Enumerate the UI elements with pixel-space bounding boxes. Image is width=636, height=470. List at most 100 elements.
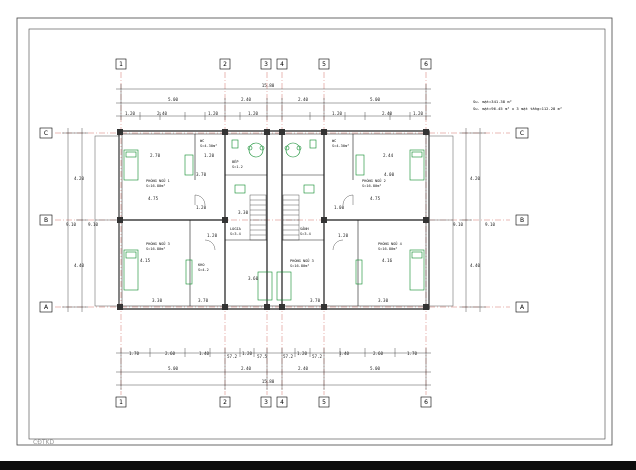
furniture	[123, 139, 425, 301]
room-dim-10: 3.30	[238, 210, 249, 215]
dim-bottom-row-10: 1.40	[339, 351, 350, 356]
dim-bottom-1: 5.00	[168, 366, 179, 371]
dim-left-2: 4.40	[74, 263, 85, 268]
room-dim-14: 3.60	[248, 276, 259, 281]
bed-icon	[409, 149, 425, 181]
dim-top-1: 5.00	[168, 97, 179, 102]
room-label-bedroom-extra: PHÒNG NGỦ 3	[290, 258, 314, 263]
staircase	[249, 194, 300, 241]
room-label-wc-1: WC	[200, 139, 204, 143]
dim-right-total: 9.10	[485, 222, 496, 227]
room-dim-18: 3.30	[378, 298, 389, 303]
dim-bottom-row-2: 2.60	[165, 351, 176, 356]
room-area-bedroom-1: S=16.80m²	[146, 184, 165, 188]
svg-text:B: B	[520, 217, 524, 224]
dim-bottom-row-6: 57.5	[257, 354, 268, 359]
room-label-bedroom-2: PHÒNG NGỦ 2	[362, 178, 386, 183]
bottom-bar	[0, 461, 636, 470]
balconies	[94, 135, 454, 307]
svg-text:C: C	[44, 130, 48, 137]
axis-markers-rows: C B A C B A	[39, 127, 529, 313]
dim-window-1: 1.20	[125, 111, 136, 116]
dimension-lines-bottom	[116, 348, 431, 390]
svg-text:5: 5	[322, 399, 326, 406]
room-dim-15: 3.30	[152, 298, 163, 303]
room-label-logia: LOGIA	[230, 227, 242, 231]
dim-window-7: 1.20	[413, 111, 424, 116]
dim-top-2: 2.40	[241, 97, 252, 102]
wardrobe-icon	[185, 259, 193, 285]
dim-left-total-inner: 9.10	[88, 222, 99, 227]
svg-text:C: C	[520, 130, 524, 137]
room-label-bedroom-1: PHÒNG NGỦ 1	[146, 178, 170, 183]
toilet-icon	[309, 139, 317, 149]
room-dim-12: 1.20	[338, 233, 349, 238]
bed-icon	[123, 249, 139, 291]
room-label-storage: KHO	[198, 263, 205, 267]
dim-left-total: 9.10	[66, 222, 77, 227]
room-area-bedroom-extra: S=16.80m²	[290, 264, 309, 268]
room-dim-9: 1.20	[207, 233, 218, 238]
dim-window-6: 2.40	[382, 111, 393, 116]
room-area-bedroom-4: S=16.80m²	[378, 247, 397, 251]
axis-markers-bottom: 1 2 3 4 5 6	[115, 396, 432, 408]
sofa-icon	[276, 271, 292, 301]
dim-bottom-row-12: 1.70	[407, 351, 418, 356]
dim-overall-bottom: 15.80	[262, 379, 275, 384]
room-dim-6: 4.75	[148, 196, 159, 201]
room-dim-3: 3.70	[196, 172, 207, 177]
room-dim-17: 3.70	[310, 298, 321, 303]
area-note-2: Su. mặt=96.45 m² x 3 mặt tầng=112.28 m²	[473, 106, 562, 111]
room-dim-8: 1.20	[196, 205, 207, 210]
dim-bottom-row-4: 57.2	[227, 354, 238, 359]
svg-text:A: A	[520, 304, 525, 311]
bed-icon	[409, 249, 425, 291]
room-dim-16: 3.70	[198, 298, 209, 303]
svg-text:4: 4	[280, 61, 284, 68]
dim-right-1: 4.20	[470, 176, 481, 181]
room-dim-1: 2.70	[150, 153, 161, 158]
dimension-lines-left	[62, 128, 88, 312]
dim-bottom-row-11: 2.60	[373, 351, 384, 356]
bed-icon	[123, 149, 139, 181]
dim-top-4: 5.00	[370, 97, 381, 102]
room-area-wc-1: S=4.30m²	[200, 144, 217, 148]
dim-window-2: 2.40	[157, 111, 168, 116]
room-label-bedroom-3: PHÒNG NGỦ 3	[146, 241, 170, 246]
room-label-wc-2: WC	[332, 139, 336, 143]
dim-bottom-row-5: 1.20	[242, 351, 253, 356]
dimension-lines-top	[116, 84, 431, 120]
dimension-lines-right	[460, 128, 486, 312]
wardrobe-icon	[184, 154, 194, 176]
inner-frame	[28, 28, 606, 440]
room-area-storage: S=4.2	[198, 268, 209, 272]
dim-bottom-row-7: 57.2	[283, 354, 294, 359]
room-dim-19: 4.16	[382, 258, 393, 263]
wardrobe-icon	[355, 154, 365, 176]
svg-text:B: B	[44, 217, 48, 224]
sink-icon	[234, 184, 246, 194]
room-area-bedroom-3: S=16.80m²	[146, 247, 165, 251]
axis-markers-top: 1 2 3 4 5 6	[115, 58, 432, 70]
dim-right-2: 4.40	[470, 263, 481, 268]
svg-text:6: 6	[424, 61, 428, 68]
svg-text:3: 3	[264, 399, 268, 406]
room-dim-4: 2.44	[383, 153, 394, 158]
room-area-kitchen: S=1.2	[232, 165, 243, 169]
svg-text:A: A	[44, 304, 49, 311]
room-area-logia: S=3.4	[230, 232, 241, 236]
svg-text:2: 2	[223, 399, 227, 406]
svg-text:2: 2	[223, 61, 227, 68]
room-area-hall: S=3.4	[300, 232, 311, 236]
room-dim-11: 1.00	[334, 205, 345, 210]
room-area-wc-2: S=4.30m²	[332, 144, 349, 148]
dim-window-5: 1.20	[332, 111, 343, 116]
dim-overall-top: 15.80	[262, 83, 275, 88]
dim-left-1: 4.20	[74, 176, 85, 181]
wardrobe-icon	[355, 259, 363, 285]
doors	[194, 194, 354, 251]
dim-bottom-row-9: 57.2	[312, 354, 323, 359]
dim-window-4: 1.20	[248, 111, 259, 116]
area-note-1: Su. mặt=341.38 m²	[473, 99, 512, 104]
